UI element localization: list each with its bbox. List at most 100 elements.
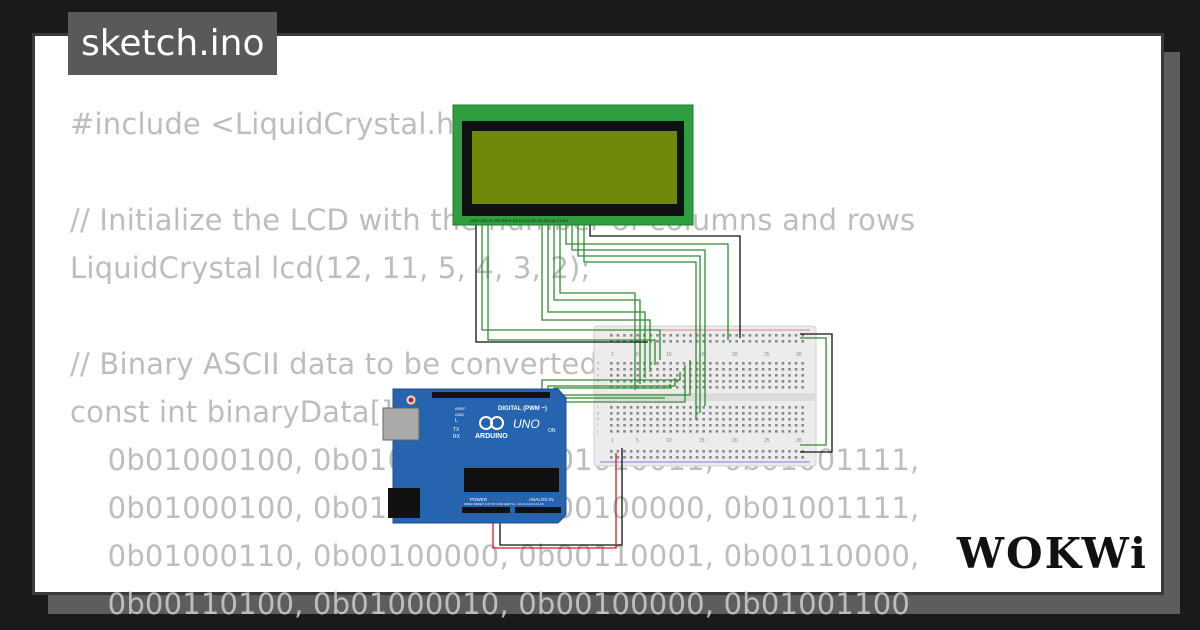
breadboard-hole <box>715 412 719 415</box>
breadboard-hole <box>788 430 791 433</box>
breadboard-hole <box>788 418 791 421</box>
breadboard-hole <box>610 368 613 371</box>
breadboard-hole <box>788 374 791 377</box>
breadboard-hole <box>788 340 791 343</box>
breadboard-hole <box>623 340 626 343</box>
breadboard-hole <box>735 374 738 377</box>
breadboard-hole <box>656 386 659 389</box>
breadboard-hole <box>623 430 626 433</box>
breadboard-hole <box>610 456 613 459</box>
breadboard-hole <box>709 412 712 415</box>
breadboard-hole <box>742 418 745 421</box>
breadboard-hole <box>709 430 712 433</box>
breadboard-hole <box>735 340 738 343</box>
breadboard-hole <box>636 424 639 427</box>
breadboard-hole <box>761 334 765 337</box>
breadboard-hole <box>616 418 620 421</box>
breadboard-hole <box>702 380 705 383</box>
breadboard-hole <box>794 334 798 337</box>
breadboard-hole <box>709 386 712 389</box>
breadboard-hole <box>629 430 633 433</box>
breadboard-hole <box>682 374 686 377</box>
breadboard-hole <box>629 386 633 389</box>
breadboard-hole <box>649 362 653 365</box>
breadboard-hole <box>748 362 752 365</box>
breadboard-hole <box>748 386 752 389</box>
breadboard-hole <box>801 412 804 415</box>
breadboard-hole <box>669 386 672 389</box>
breadboard-hole <box>794 424 798 427</box>
breadboard-hole <box>689 334 692 337</box>
breadboard-hole <box>662 334 666 337</box>
breadboard-hole <box>610 386 613 389</box>
breadboard-hole <box>761 368 765 371</box>
breadboard-hole <box>709 418 712 421</box>
analog-pin-labels: A0 A1 A2 A3 A4 A5 <box>518 502 544 506</box>
breadboard-hole <box>761 412 765 415</box>
breadboard-hole <box>761 374 765 377</box>
power-label: POWER <box>470 497 488 502</box>
breadboard-hole <box>748 450 752 453</box>
breadboard-hole <box>695 456 699 459</box>
breadboard-hole <box>775 334 778 337</box>
breadboard-hole <box>748 424 752 427</box>
bb-col-num: 5 <box>636 438 639 444</box>
breadboard-hole <box>662 424 666 427</box>
lcd-display[interactable]: VSS VDD V0 RS RW E D0 D1 D2 D3 D4 D5 D6 … <box>452 104 694 226</box>
breadboard-hole <box>682 412 686 415</box>
breadboard-hole <box>775 418 778 421</box>
arduino-uno[interactable]: DIGITAL (PWM ~) UNO ARDUINO ON AREF GND … <box>382 388 567 524</box>
breadboard-hole <box>636 374 639 377</box>
breadboard-hole <box>755 456 758 459</box>
breadboard-hole <box>689 406 692 409</box>
breadboard-hole <box>728 380 732 383</box>
breadboard-hole <box>735 412 738 415</box>
breadboard-hole <box>643 430 646 433</box>
breadboard-hole <box>794 362 798 365</box>
breadboard-hole <box>735 424 738 427</box>
breadboard-hole <box>682 418 686 421</box>
breadboard-hole <box>669 456 672 459</box>
breadboard-hole <box>768 412 771 415</box>
tx-label: TX <box>453 427 460 433</box>
breadboard-hole <box>649 430 653 433</box>
breadboard-hole <box>695 386 699 389</box>
breadboard-hole <box>748 412 752 415</box>
breadboard-hole <box>742 406 745 409</box>
breadboard-hole <box>676 374 679 377</box>
bb-col-num: 25 <box>764 352 770 358</box>
breadboard-hole <box>669 334 672 337</box>
breadboard-hole <box>676 380 679 383</box>
breadboard-hole <box>702 424 705 427</box>
breadboard-hole <box>689 418 692 421</box>
breadboard-hole <box>735 450 738 453</box>
breadboard-hole <box>728 374 732 377</box>
breadboard-hole <box>623 406 626 409</box>
breadboard-hole <box>662 406 666 409</box>
breadboard-hole <box>709 362 712 365</box>
breadboard-hole <box>669 430 672 433</box>
breadboard-hole <box>662 362 666 365</box>
breadboard-hole <box>629 418 633 421</box>
breadboard-hole <box>715 418 719 421</box>
breadboard-hole <box>629 456 633 459</box>
breadboard-hole <box>781 340 785 343</box>
breadboard-hole <box>742 424 745 427</box>
breadboard-hole <box>728 368 732 371</box>
breadboard-hole <box>702 386 705 389</box>
breadboard-hole <box>722 362 725 365</box>
breadboard-hole <box>682 430 686 433</box>
breadboard-hole <box>801 456 804 459</box>
bb-col-num: 10 <box>666 438 672 444</box>
breadboard-hole <box>761 418 765 421</box>
breadboard-hole <box>715 406 719 409</box>
breadboard-hole <box>636 450 639 453</box>
breadboard-hole <box>715 450 719 453</box>
breadboard-hole <box>616 412 620 415</box>
breadboard-hole <box>728 424 732 427</box>
breadboard-hole <box>775 456 778 459</box>
breadboard-hole <box>742 340 745 343</box>
breadboard-hole <box>649 424 653 427</box>
rx-label: RX <box>453 434 461 440</box>
breadboard-hole <box>709 450 712 453</box>
